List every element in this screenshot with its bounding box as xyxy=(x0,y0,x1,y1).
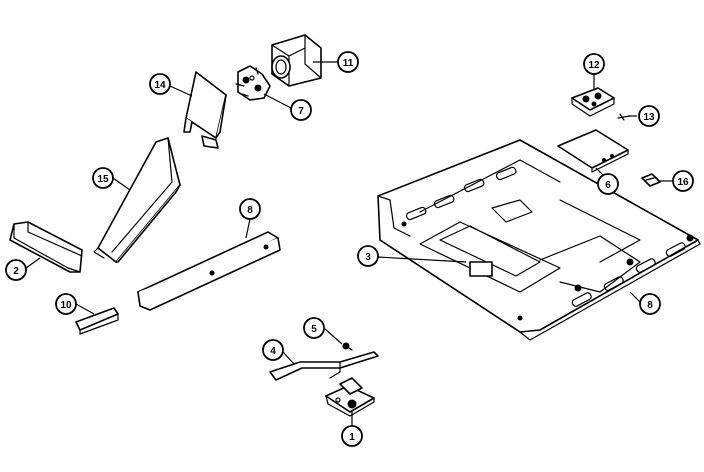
svg-text:7: 7 xyxy=(298,106,304,117)
svg-text:6: 6 xyxy=(605,180,611,191)
callout-14: 14 xyxy=(149,73,171,95)
callout-6: 6 xyxy=(597,173,619,195)
leader-lines xyxy=(25,61,674,426)
svg-text:15: 15 xyxy=(97,174,109,185)
svg-text:10: 10 xyxy=(60,300,72,311)
part-14-cover xyxy=(183,71,227,149)
callout-5: 5 xyxy=(303,317,325,339)
part-13-screw xyxy=(617,113,631,121)
part-10-bar xyxy=(75,307,119,335)
callout-3: 3 xyxy=(357,245,379,267)
part-4-lever xyxy=(269,351,379,381)
callout-1: 1 xyxy=(341,425,363,447)
svg-text:16: 16 xyxy=(677,177,689,188)
part-12-switch xyxy=(571,87,615,117)
part-2-tray xyxy=(9,221,83,273)
part-15-channel xyxy=(93,137,181,263)
main-base-panel xyxy=(377,139,701,341)
callout-2: 2 xyxy=(5,259,27,281)
part-5-pin xyxy=(342,342,353,351)
svg-text:12: 12 xyxy=(588,60,600,71)
callout-16: 16 xyxy=(672,170,694,192)
part-7-bracket xyxy=(235,65,271,101)
callout-10: 10 xyxy=(55,293,77,315)
svg-text:1: 1 xyxy=(349,432,355,443)
callout-15: 15 xyxy=(92,167,114,189)
svg-text:11: 11 xyxy=(343,58,354,69)
part-1-latch xyxy=(325,377,375,417)
svg-text:4: 4 xyxy=(270,346,276,357)
callout-11: 11 xyxy=(337,51,359,73)
callout-8-left: 8 xyxy=(239,198,261,220)
svg-text:8: 8 xyxy=(247,205,253,216)
svg-text:13: 13 xyxy=(643,112,655,123)
part-8-rail-left xyxy=(137,231,281,311)
svg-text:3: 3 xyxy=(365,252,371,263)
callout-7: 7 xyxy=(290,99,312,121)
callout-12: 12 xyxy=(583,53,605,75)
part-16-clip xyxy=(641,173,661,187)
svg-text:5: 5 xyxy=(311,324,317,335)
callout-8-right: 8 xyxy=(639,293,661,315)
svg-text:2: 2 xyxy=(13,266,19,277)
part-11-housing xyxy=(271,34,322,87)
part-6-plate xyxy=(557,129,629,173)
svg-text:14: 14 xyxy=(154,80,166,91)
svg-text:8: 8 xyxy=(647,300,653,311)
callout-4: 4 xyxy=(262,339,284,361)
callout-13: 13 xyxy=(638,105,660,127)
